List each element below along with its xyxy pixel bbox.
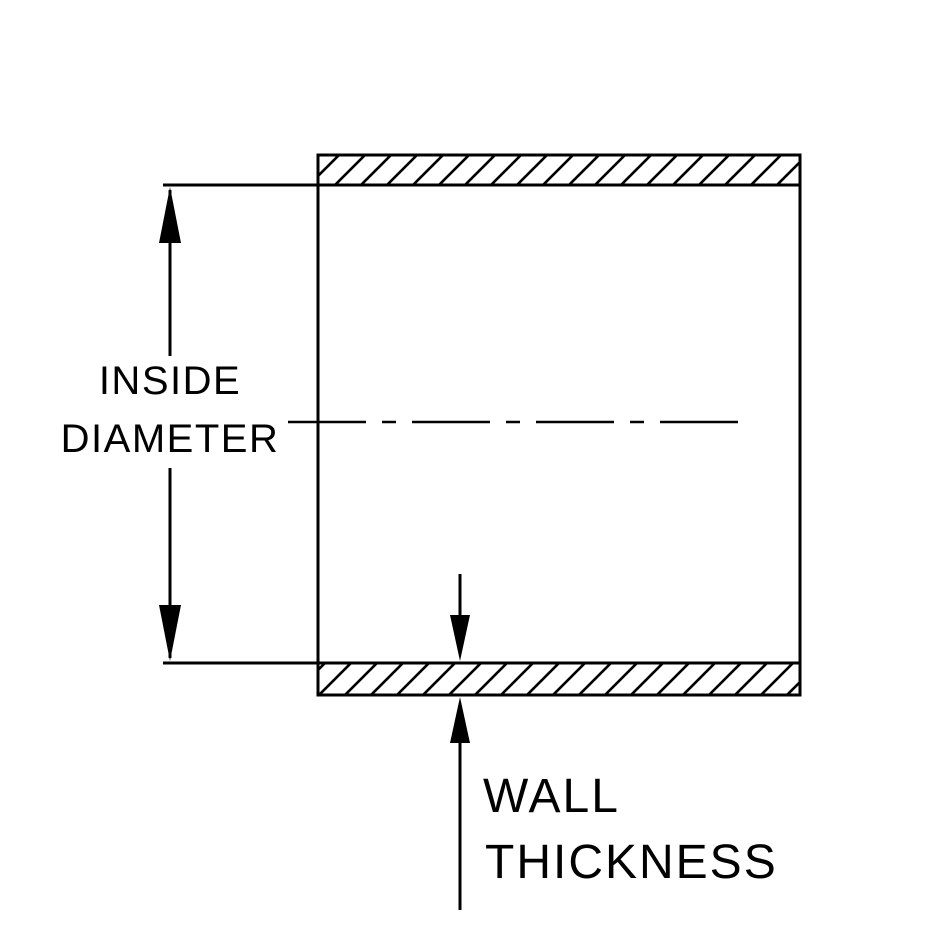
dimension-arrow-down [159,605,181,661]
wall-thickness-label-line2: THICKNESS [485,836,778,889]
top-wall-hatch [316,153,802,187]
wall-thickness-label-line1: WALL [483,770,620,823]
wall-thickness-arrow-up [450,697,470,743]
dimension-arrow-up [159,187,181,243]
wall-thickness-arrow-down [450,615,470,661]
inside-diameter-label-line1: INSIDE [99,359,241,403]
tube-body-outline [316,153,802,697]
inside-diameter-label-line2: DIAMETER [61,417,280,461]
bottom-wall-hatch [316,661,802,697]
